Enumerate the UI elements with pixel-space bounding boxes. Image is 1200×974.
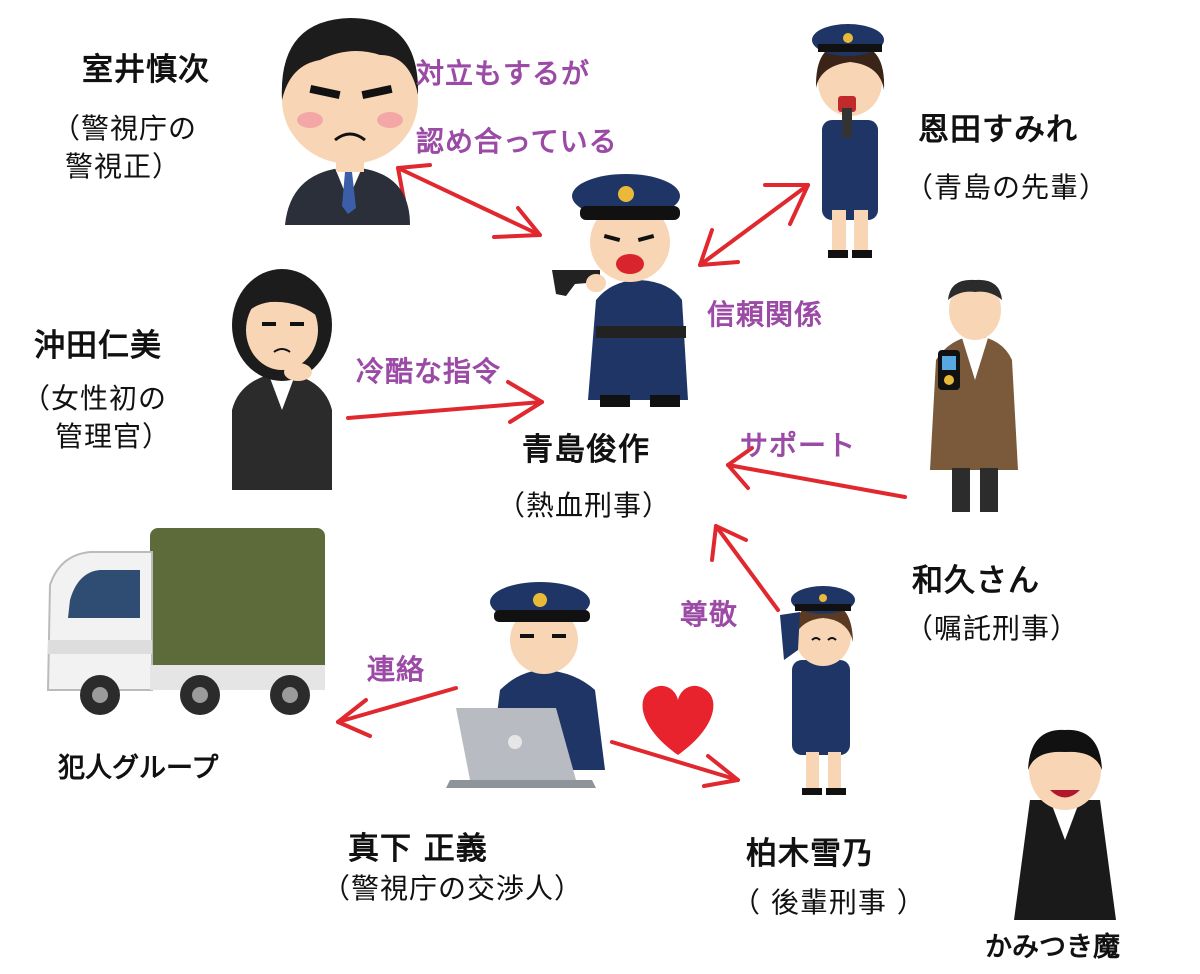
relation-muroi-aoshima-line1: 対立もするが: [416, 57, 591, 90]
arrow-mashita-criminals: [336, 686, 458, 738]
arrow-muroi-aoshima: [396, 163, 542, 239]
muroi-name: 室井慎次: [82, 52, 210, 88]
kashiwagi-role: （ 後輩刑事 ）: [732, 886, 926, 919]
police-laptop-icon: [446, 582, 605, 788]
policewoman-megaphone-icon: [812, 24, 885, 258]
relation-kashiwagi-aoshima: 尊敬: [680, 598, 739, 631]
relation-wakusan-aoshima: サポート: [740, 429, 857, 462]
okita-role-line1: （女性初の: [22, 382, 168, 415]
relation-muroi-aoshima-line2: 認め合っている: [416, 125, 618, 158]
arrow-okita-aoshima: [346, 380, 544, 424]
vampire-icon: [1014, 729, 1116, 920]
mashita-role: （警視庁の交渉人）: [322, 872, 584, 905]
criminals-name: 犯人グループ: [58, 753, 219, 784]
police-officer-gun-icon: [552, 174, 688, 407]
vampire-name: かみつき魔: [985, 932, 1120, 963]
truck-icon: [46, 528, 325, 715]
okita-role-line2: 管理官）: [55, 420, 172, 453]
mashita-name: 真下 正義: [348, 831, 488, 867]
muroi-role-line1: （警視庁の: [52, 112, 198, 145]
suit-man-icon: [281, 18, 419, 225]
wakusan-role: （嘱託刑事）: [905, 612, 1080, 645]
relation-mashita-criminals: 連絡: [367, 653, 426, 686]
arrow-kashiwagi-aoshima: [710, 524, 780, 612]
businesswoman-icon: [232, 269, 332, 490]
muroi-role-line2: 警視正）: [65, 150, 182, 183]
onda-role: （青島の先輩）: [905, 171, 1109, 204]
heart-icon: [642, 685, 714, 755]
okita-name: 沖田仁美: [34, 328, 162, 364]
aoshima-name: 青島俊作: [522, 432, 650, 468]
relation-okita-aoshima: 冷酷な指令: [356, 355, 502, 388]
relation-onda-aoshima: 信頼関係: [707, 298, 824, 331]
kashiwagi-name: 柏木雪乃: [746, 836, 874, 872]
arrow-mashita-kashiwagi: [610, 740, 740, 788]
aoshima-role: （熱血刑事）: [497, 489, 672, 522]
arrow-onda-aoshima: [698, 183, 810, 267]
onda-name: 恩田すみれ: [918, 112, 1078, 148]
detective-badge-icon: [930, 279, 1018, 512]
policewoman-salute-icon: [780, 586, 855, 795]
wakusan-name: 和久さん: [912, 563, 1040, 599]
arrow-wakusan-aoshima: [726, 446, 907, 499]
